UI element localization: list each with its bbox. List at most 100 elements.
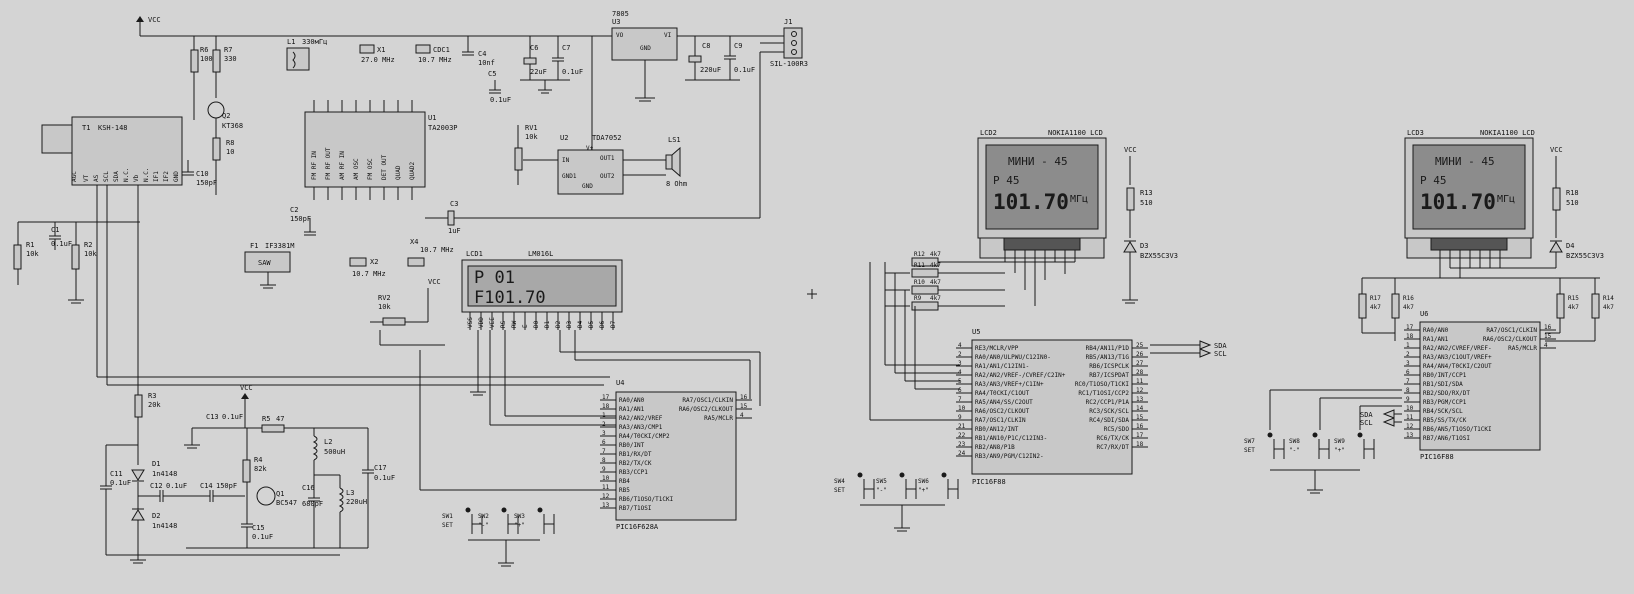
u1-pin-label: AM RF IN bbox=[339, 151, 346, 180]
svg-text:D2: D2 bbox=[152, 512, 160, 520]
u4-pin-label: RB0/INT bbox=[619, 442, 645, 449]
scl-label-2: SCL bbox=[1360, 419, 1373, 427]
u5-pin-label: RC0/T1OSO/T1CKI bbox=[1075, 381, 1130, 388]
switch-ref: SW8 bbox=[1289, 438, 1300, 445]
resistor-ref: R12 bbox=[914, 251, 925, 258]
lcd1-line2: F101.70 bbox=[474, 288, 546, 308]
u4-pin-number: 18 bbox=[602, 403, 610, 410]
u6-pin-label: RB7/AN6/T1OSI bbox=[1423, 435, 1470, 442]
svg-text:AGC: AGC bbox=[71, 171, 78, 182]
switch-label: "-" bbox=[1289, 447, 1300, 454]
u5-pin-number: 4 bbox=[958, 369, 962, 376]
svg-text:1n4148: 1n4148 bbox=[152, 470, 177, 478]
u6-pin-number: 8 bbox=[1406, 387, 1410, 394]
svg-text:D3: D3 bbox=[1140, 242, 1148, 250]
u4-pin-label: RA6/OSC2/CLKOUT bbox=[679, 406, 734, 413]
svg-text:R8: R8 bbox=[226, 139, 234, 147]
svg-text:R3: R3 bbox=[148, 392, 156, 400]
resistor-value: 4k7 bbox=[930, 279, 941, 286]
u4-pin-label: RB3/CCP1 bbox=[619, 469, 648, 476]
u5-pin-label: RB2/AN8/P1B bbox=[975, 444, 1015, 451]
u5-pin-label: RA5/AN4/SS/C2OUT bbox=[975, 399, 1033, 406]
svg-text:10nf: 10nf bbox=[478, 59, 495, 67]
svg-text:150pF: 150pF bbox=[290, 215, 311, 223]
u4-pin-number: 16 bbox=[740, 394, 748, 401]
svg-text:IF3381M: IF3381M bbox=[265, 242, 295, 250]
switch-label: "+" bbox=[1334, 447, 1345, 454]
u5-pin-number: 21 bbox=[958, 423, 966, 430]
u5-pin-label: RA7/OSC1/CLKIN bbox=[975, 417, 1026, 424]
switch-label: SET bbox=[442, 522, 453, 529]
u6-pin-label: RB5/SS/TX/CK bbox=[1423, 417, 1467, 424]
u5-pin-label: RB4/AN11/P1D bbox=[1086, 345, 1130, 352]
svg-text:D4: D4 bbox=[1566, 242, 1574, 250]
u5-pin-label: RC1/T1OSI/CCP2 bbox=[1078, 390, 1129, 397]
svg-text:R1: R1 bbox=[26, 241, 34, 249]
u5-pin-label: RC7/RX/DT bbox=[1096, 444, 1129, 451]
u4-pin-number: 12 bbox=[602, 493, 610, 500]
svg-text:BZX55C3V3: BZX55C3V3 bbox=[1140, 252, 1178, 260]
svg-text:N.C.: N.C. bbox=[123, 168, 130, 182]
svg-text:U3: U3 bbox=[612, 18, 620, 26]
svg-text:C16: C16 bbox=[302, 484, 315, 492]
u4-pin-label: RB6/T1OSO/T1CKI bbox=[619, 496, 674, 503]
svg-text:47: 47 bbox=[276, 415, 284, 423]
u6-pin-label: RA7/OSC1/CLKIN bbox=[1486, 327, 1537, 334]
u4-pin-label: RA1/AN1 bbox=[619, 406, 645, 413]
svg-text:C7: C7 bbox=[562, 44, 570, 52]
u6-pin-number: 3 bbox=[1406, 360, 1410, 367]
svg-text:KSH-148: KSH-148 bbox=[98, 124, 128, 132]
resistor-value: 4k7 bbox=[930, 251, 941, 258]
u6-pin-number: 15 bbox=[1544, 333, 1552, 340]
svg-text:PIC16F88: PIC16F88 bbox=[972, 478, 1006, 486]
svg-text:C14: C14 bbox=[200, 482, 213, 490]
u5-pin-number: 17 bbox=[1136, 432, 1144, 439]
u5-pin-label: RC2/CCP1/P1A bbox=[1086, 399, 1130, 406]
svg-text:0.1uF: 0.1uF bbox=[110, 479, 131, 487]
svg-text:0.1uF: 0.1uF bbox=[734, 66, 755, 74]
u5-pin-number: 25 bbox=[1136, 342, 1144, 349]
switch-label: SET bbox=[834, 487, 845, 494]
u5-pin-number: 15 bbox=[1136, 414, 1144, 421]
lcd1-pin-label: VDD bbox=[478, 317, 485, 328]
u6-pin-label: RA3/AN3/C1OUT/VREF+ bbox=[1423, 354, 1492, 361]
svg-text:X1: X1 bbox=[377, 46, 385, 54]
u5-pin-number: 9 bbox=[958, 414, 962, 421]
lcd1-pin-label: D0 bbox=[533, 320, 540, 328]
u5-pin-label: RA1/AN1/C12IN1- bbox=[975, 363, 1029, 370]
svg-text:Vb: Vb bbox=[133, 174, 140, 182]
svg-text:220uH: 220uH bbox=[346, 498, 367, 506]
svg-text:OUT1: OUT1 bbox=[600, 155, 615, 162]
svg-text:TA2003P: TA2003P bbox=[428, 124, 458, 132]
u6-pin-label: RA4/AN4/T0CKI/C2OUT bbox=[1423, 363, 1492, 370]
svg-text:LCD2: LCD2 bbox=[980, 129, 997, 137]
svg-text:GND: GND bbox=[640, 45, 651, 52]
nokia-module-1: LCD2 NOKIA1100 LCD МИНИ - 45 P 45 101.70… bbox=[834, 129, 1227, 532]
svg-text:NOKIA1100 LCD: NOKIA1100 LCD bbox=[1480, 129, 1535, 137]
u1-pin-label: FM RF OUT bbox=[325, 147, 332, 180]
switch-label: "-" bbox=[876, 487, 887, 494]
lcd2-unit: МГц bbox=[1070, 194, 1088, 205]
resistor-ref: R9 bbox=[914, 295, 922, 302]
sda-label-2: SDA bbox=[1360, 411, 1373, 419]
u1-ta2003p bbox=[304, 111, 426, 188]
lcd3-unit: МГц bbox=[1497, 194, 1515, 205]
u5-pin-number: 26 bbox=[1136, 351, 1144, 358]
switch-ref: SW7 bbox=[1244, 438, 1255, 445]
svg-text:82k: 82k bbox=[254, 465, 267, 473]
svg-text:R2: R2 bbox=[84, 241, 92, 249]
u5-pin-number: 2 bbox=[958, 351, 962, 358]
lcd1-pin-label: D4 bbox=[577, 320, 584, 328]
u5-pin-number: 27 bbox=[1136, 360, 1144, 367]
svg-text:Q1: Q1 bbox=[276, 490, 284, 498]
switch-ref: SW3 bbox=[514, 513, 525, 520]
svg-text:F1: F1 bbox=[250, 242, 258, 250]
svg-text:C4: C4 bbox=[478, 50, 486, 58]
vcc-label: VCC bbox=[148, 16, 161, 24]
svg-text:20k: 20k bbox=[148, 401, 161, 409]
svg-text:NOKIA1100 LCD: NOKIA1100 LCD bbox=[1048, 129, 1103, 137]
u1-pin-label: AM OSC bbox=[353, 158, 360, 180]
svg-text:150pF: 150pF bbox=[216, 482, 237, 490]
u4-pin-number: 4 bbox=[740, 412, 744, 419]
u4-pin-label: RA5/MCLR bbox=[704, 415, 733, 422]
